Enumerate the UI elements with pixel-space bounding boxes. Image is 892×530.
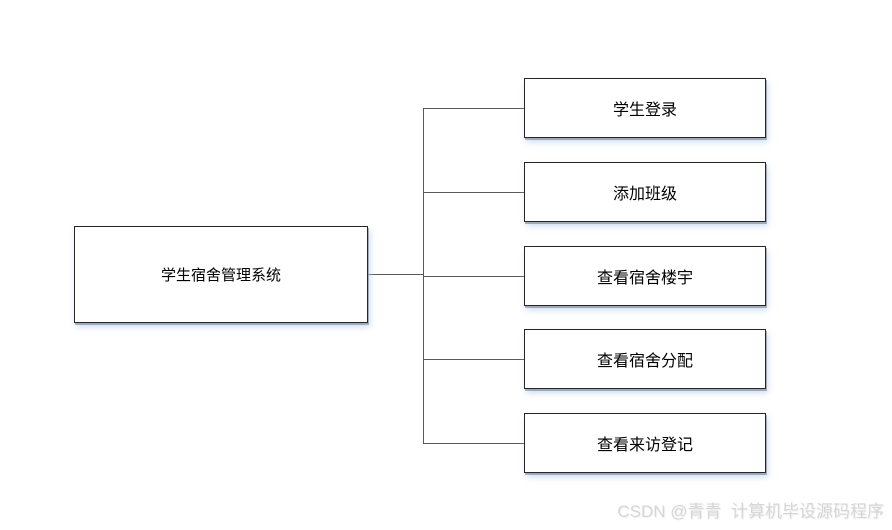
root-node-label: 学生宿舍管理系统: [160, 267, 281, 284]
child-node-label: 查看宿舍楼宇: [596, 270, 693, 287]
child-node-student-login: 学生登录: [524, 78, 766, 138]
connector-branch-view-visits: [423, 443, 524, 444]
child-node-view-dorm-allocation: 查看宿舍分配: [524, 329, 766, 389]
connector-root-to-trunk: [368, 274, 424, 275]
connector-branch-view-allocation: [423, 359, 524, 360]
child-node-label: 添加班级: [612, 186, 677, 203]
connector-branch-view-buildings: [423, 276, 524, 277]
child-node-label: 查看宿舍分配: [596, 353, 693, 370]
connector-branch-add-class: [423, 192, 524, 193]
csdn-watermark: CSDN @青青 计算机毕设源码程序: [617, 502, 884, 521]
child-node-view-visit-registration: 查看来访登记: [524, 413, 766, 473]
child-node-add-class: 添加班级: [524, 162, 766, 222]
connector-branch-student-login: [423, 108, 524, 109]
child-node-view-dorm-buildings: 查看宿舍楼宇: [524, 246, 766, 306]
root-node-dorm-management-system: 学生宿舍管理系统: [74, 226, 368, 323]
child-node-label: 查看来访登记: [596, 437, 693, 454]
child-node-label: 学生登录: [612, 102, 677, 119]
